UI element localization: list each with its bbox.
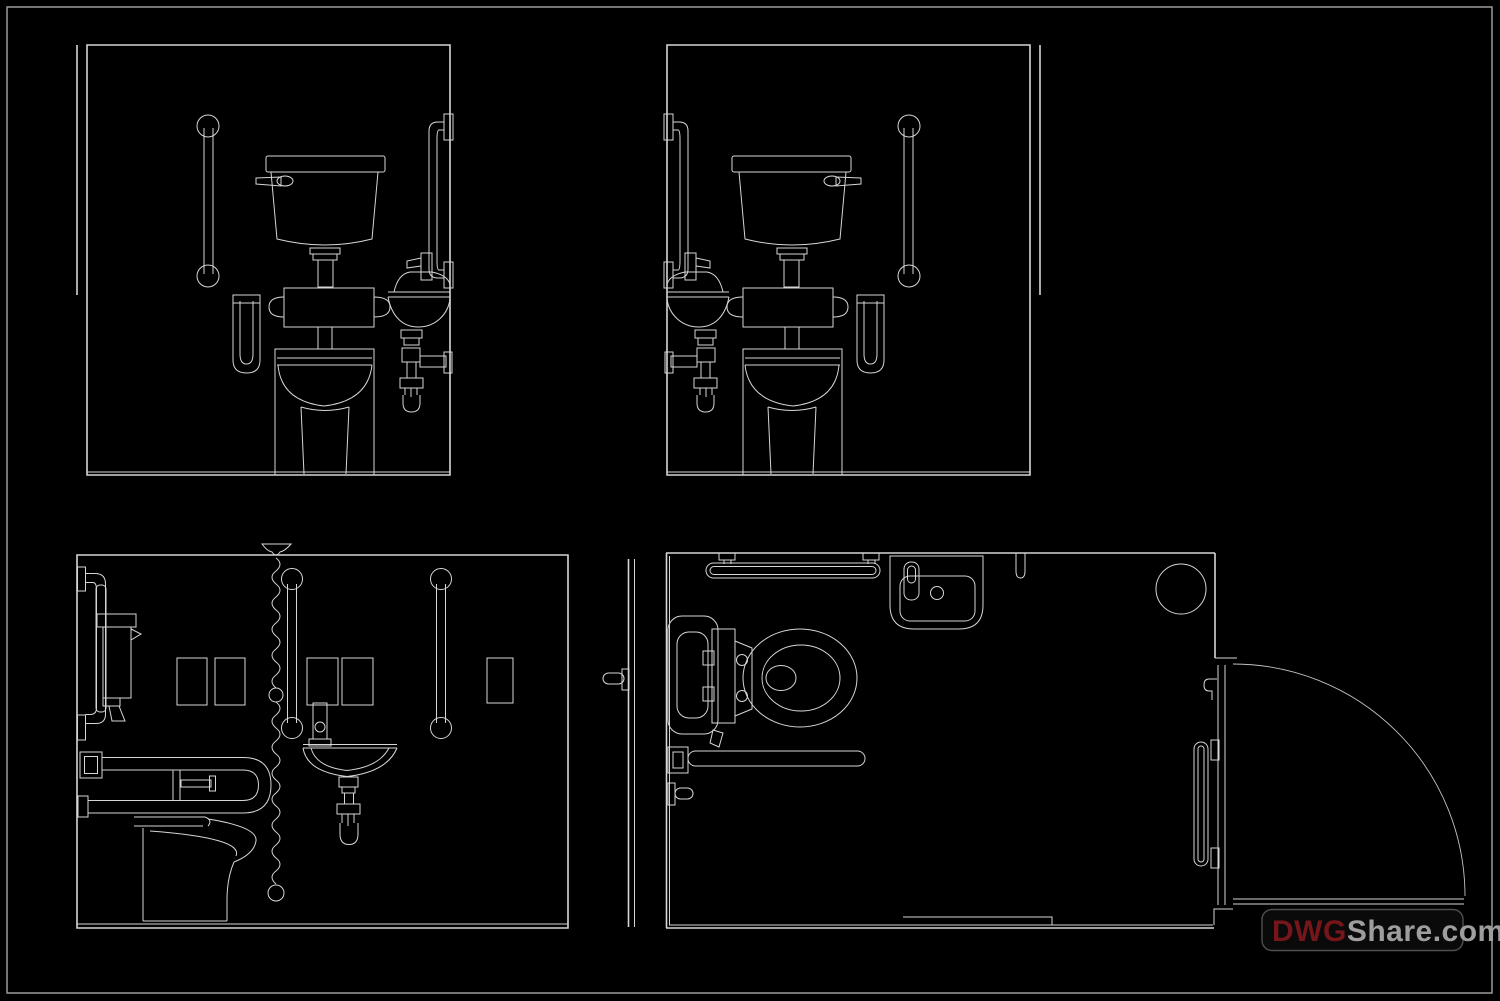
logo-frame [1262, 910, 1463, 951]
door-edge-and-handle [603, 559, 635, 927]
grab-rail-vertical-icon [282, 569, 452, 739]
floor-drain-icon [1156, 564, 1206, 614]
toilet-pan-side [134, 817, 256, 921]
flush-pipe-and-backrest [269, 248, 390, 349]
door-swing-arc [1233, 664, 1465, 896]
toilet-cistern [256, 156, 385, 245]
logo-text-share: Share.com [1347, 915, 1500, 948]
drop-down-rail-folded-icon [233, 295, 260, 373]
wash-basin [388, 253, 452, 412]
toilet-pan [275, 349, 374, 475]
wash-basin-side [303, 703, 397, 845]
cistern-side-and-rail [78, 567, 142, 740]
logo-text-dwg: DWG [1272, 915, 1347, 948]
sheet-border [7, 7, 1492, 993]
grab-rail-vertical-icon [197, 115, 219, 287]
room-outline [77, 555, 568, 928]
side-elevation-view [77, 544, 635, 928]
grab-rail-plan-icon [668, 553, 880, 805]
wall-stub [1016, 553, 1025, 578]
wall-dispenser-panels [177, 658, 513, 705]
room-outline [87, 45, 450, 475]
toilet-plan [668, 616, 857, 747]
wash-basin-plan [890, 556, 983, 629]
room-walls [666, 553, 1464, 928]
watermark-logo: DWGShare.com [1262, 910, 1500, 951]
front-elevation-view [77, 45, 453, 475]
wall-rail-with-elbows [429, 114, 453, 288]
front-elevation-mirrored-view [663, 44, 1041, 476]
logo-text: DWGShare.com [1272, 915, 1500, 948]
emergency-pull-cord-icon [262, 544, 291, 901]
drop-down-rail-deployed-icon [78, 752, 271, 817]
plan-view [666, 553, 1465, 928]
door-leaf-and-swing [1194, 664, 1465, 905]
